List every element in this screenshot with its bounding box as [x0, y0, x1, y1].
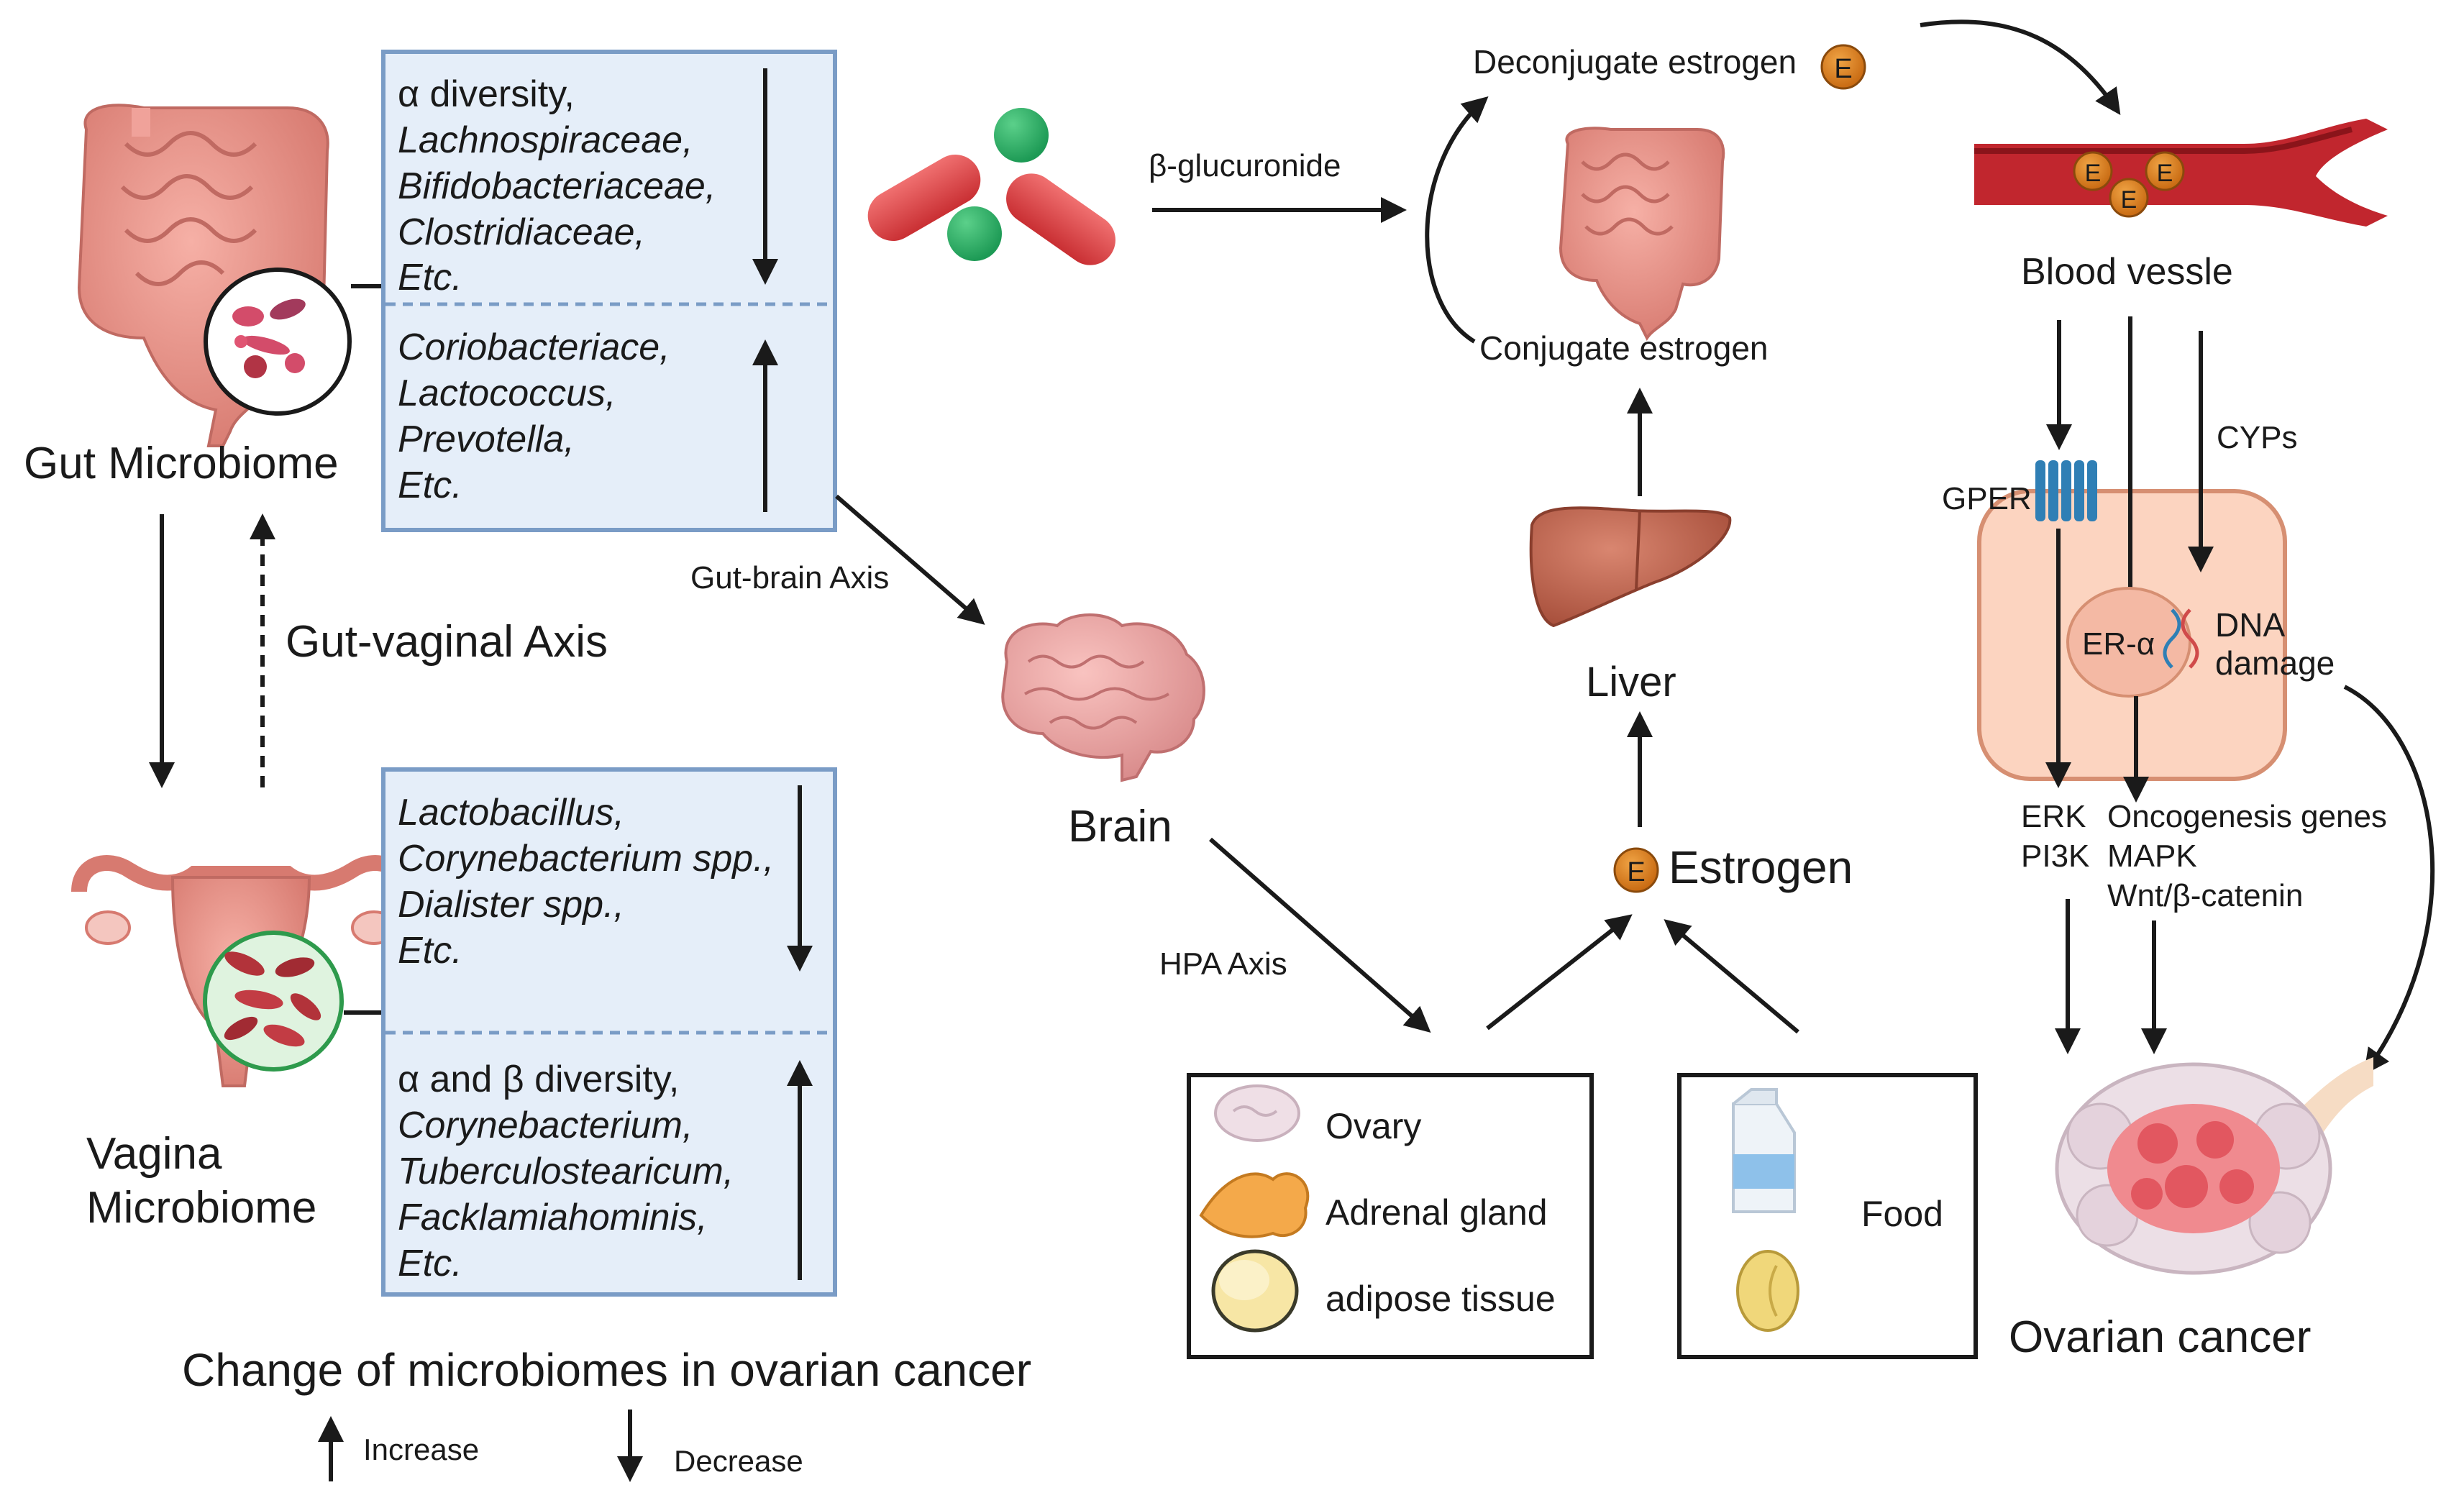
brain-icon: [1001, 613, 1205, 782]
deconjugate-to-blood-arrow: [1920, 19, 2121, 115]
gut-brain-axis-arrow: [835, 494, 985, 625]
vagina-decrease-item: Corynebacterium spp.,: [398, 838, 774, 880]
estrogen-label: Estrogen: [1669, 841, 1853, 893]
gut-increase-item: Coriobacteriace,: [398, 326, 670, 368]
gut-decrease-item: Bifidobacteriaceae,: [398, 165, 716, 207]
vagina-increase-item: Etc.: [398, 1243, 462, 1284]
vagina-microbiome-label-line2: Microbiome: [86, 1183, 316, 1233]
svg-text:E: E: [2085, 160, 2102, 187]
liver-label: Liver: [1586, 659, 1676, 705]
gut-decrease-item: Clostridiaceae,: [398, 211, 645, 253]
cyps-label: CYPs: [2217, 420, 2297, 455]
hpa-axis-arrow: [1209, 837, 1431, 1033]
gper-label: GPER: [1942, 481, 2032, 516]
erk-label: ERK: [2021, 799, 2086, 834]
pi3k-label: PI3K: [2021, 839, 2089, 874]
food-label: Food: [1861, 1194, 1943, 1234]
blood-vessel-label: Blood vessle: [2021, 251, 2233, 293]
conjugate-estrogen-label: Conjugate estrogen: [1479, 329, 1769, 367]
vagina-increase-item: Facklamiahominis,: [398, 1197, 708, 1238]
dna-damage-label-line1: DNA: [2215, 606, 2285, 644]
gut-bacteria-pills-icon: [867, 108, 1115, 265]
vagina-decrease-item: Etc.: [398, 930, 462, 972]
liver-icon: [1529, 506, 1732, 628]
er-alpha-label: ER-α: [2082, 626, 2155, 662]
vagina-increase-item: α and β diversity,: [398, 1059, 679, 1100]
gut-vaginal-axis-label: Gut-vaginal Axis: [286, 617, 608, 667]
estrogen-main-badge-icon: E: [1613, 847, 1659, 893]
gut-brain-axis-label: Gut-brain Axis: [690, 560, 889, 595]
hpa-axis-label: HPA Axis: [1159, 946, 1287, 982]
gut-bacteria-inset-icon: [204, 268, 352, 416]
ovarian-cancer-label: Ovarian cancer: [2009, 1312, 2311, 1362]
gut-increase-item: Etc.: [398, 465, 462, 506]
brain-label: Brain: [1068, 802, 1172, 851]
adrenal-gland-icon: [1199, 1172, 1310, 1238]
vagina-microbiome-label-line1: Vagina: [86, 1129, 222, 1179]
figure-caption-title: Change of microbiomes in ovarian cancer: [182, 1344, 1031, 1396]
dna-damage-label-line2: damage: [2215, 644, 2335, 682]
wnt-beta-catenin-label: Wnt/β-catenin: [2107, 878, 2303, 913]
conjugate-to-deconjugate-arrow: [1425, 96, 1489, 344]
vagina-decrease-item: Dialister spp.,: [398, 884, 624, 926]
svg-text:E: E: [1834, 54, 1852, 84]
vagina-decrease-item: Lactobacillus,: [398, 792, 624, 833]
adrenal-gland-label: Adrenal gland: [1325, 1192, 1548, 1233]
gut-microbiome-change-box: [381, 50, 837, 532]
vagina-increase-item: Corynebacterium,: [398, 1105, 693, 1146]
beta-glucuronide-label: β-glucuronide: [1149, 148, 1341, 183]
svg-text:E: E: [1627, 857, 1645, 887]
nucleus-icon: [2066, 587, 2191, 698]
gut-decrease-item: α diversity,: [398, 73, 575, 115]
vagina-bacteria-inset-icon: [203, 931, 344, 1072]
ovary-icon: [1214, 1084, 1300, 1142]
milk-carton-icon: [1732, 1088, 1796, 1213]
ovarian-cancer-tumor-icon: [2055, 1057, 2373, 1275]
soybean-icon: [1736, 1250, 1799, 1332]
legend-decrease-label: Decrease: [674, 1444, 803, 1478]
oncogenesis-genes-label: Oncogenesis genes: [2107, 799, 2387, 834]
adipose-tissue-icon: [1211, 1249, 1299, 1333]
gper-receptor-icon: [2035, 460, 2097, 521]
gut-microbiome-label: Gut Microbiome: [24, 439, 339, 488]
food-box-to-estrogen-arrow: [1664, 919, 1799, 1034]
legend-increase-label: Increase: [363, 1433, 479, 1466]
vagina-increase-item: Tuberculostearicum,: [398, 1151, 734, 1192]
gut-increase-item: Lactococcus,: [398, 373, 616, 414]
deconjugate-estrogen-label: Deconjugate estrogen: [1473, 43, 1797, 81]
gut-decrease-item: Etc.: [398, 257, 462, 298]
small-intestine-icon: [1559, 127, 1725, 341]
gut-increase-item: Prevotella,: [398, 419, 575, 460]
adipose-tissue-label: adipose tissue: [1325, 1279, 1556, 1319]
gut-decrease-item: Lachnospiraceae,: [398, 119, 693, 161]
ovary-label: Ovary: [1325, 1106, 1421, 1146]
mapk-label: MAPK: [2107, 839, 2197, 874]
ovary-box-to-estrogen-arrow: [1486, 914, 1633, 1031]
dna-helix-icon: [2163, 608, 2199, 669]
food-sources-box: [1677, 1073, 1978, 1359]
blood-vessel-icon: E E E: [1974, 119, 2388, 227]
dna-damage-to-cancer-arrow: [2343, 685, 2435, 1075]
estrogen-badge-icon: E: [1820, 44, 1866, 90]
svg-text:E: E: [2157, 160, 2173, 187]
svg-text:E: E: [2121, 186, 2137, 214]
